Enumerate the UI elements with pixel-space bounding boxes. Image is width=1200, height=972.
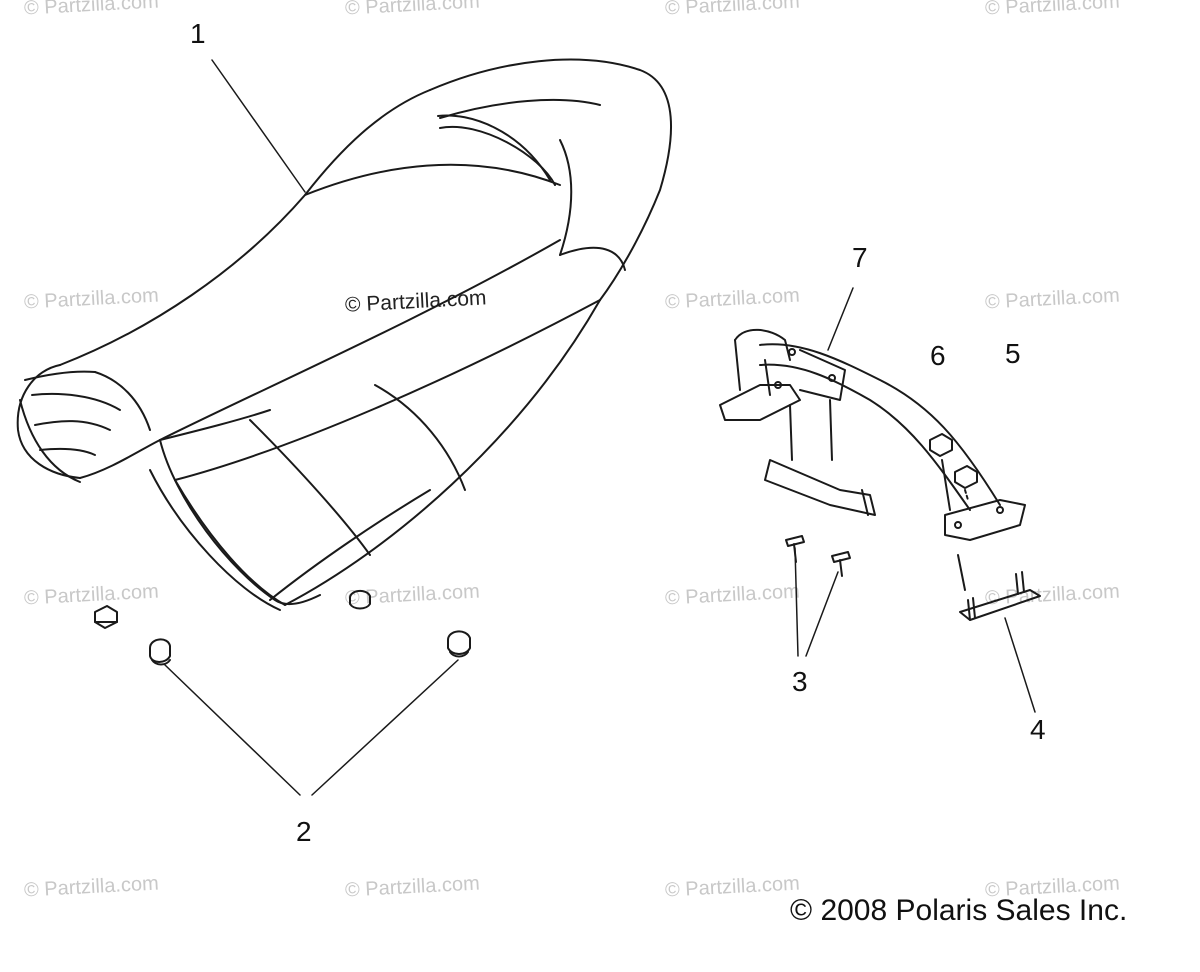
copyright-text: © 2008 Polaris Sales Inc. (790, 894, 1128, 927)
seat-bracket (719, 328, 1026, 541)
callout-2: 2 (296, 816, 312, 847)
callout-1: 1 (190, 18, 206, 49)
callout-3: 3 (792, 666, 808, 697)
leader-lines (164, 59, 1036, 796)
callout-4: 4 (1030, 714, 1046, 745)
nuts (929, 433, 978, 591)
callout-5: 5 (1005, 338, 1021, 369)
callout-7: 7 (852, 242, 868, 273)
screws (785, 535, 851, 577)
callout-6: 6 (930, 340, 946, 371)
seat (16, 58, 672, 611)
grommets (94, 590, 471, 666)
stud-plate (959, 571, 1041, 621)
